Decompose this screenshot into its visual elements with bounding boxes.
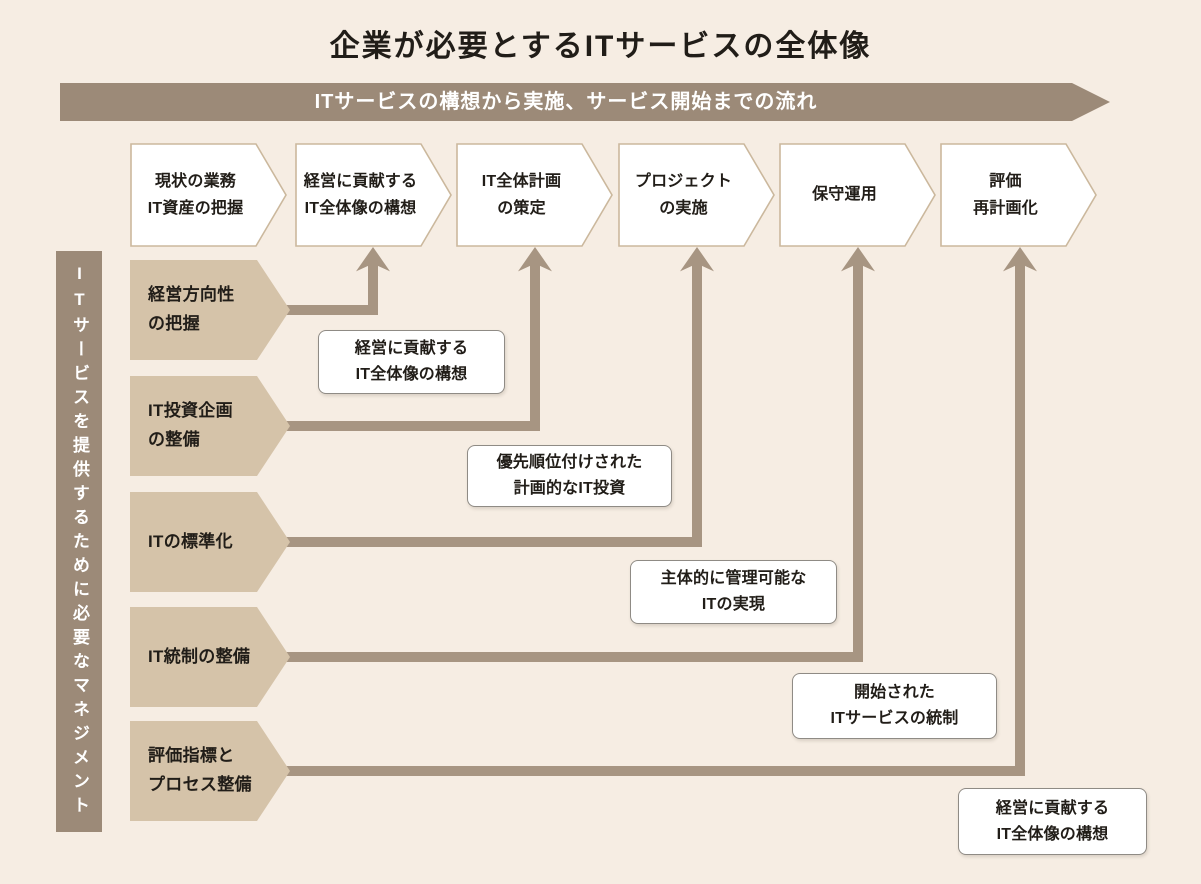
arrow-vertical-3	[692, 262, 702, 547]
flow-step-label: 保守運用	[812, 186, 877, 204]
arrow-horizontal-1	[278, 305, 378, 315]
chevron-shape	[130, 143, 287, 247]
management-item-label: ITの標準化	[148, 531, 233, 551]
management-item-direction: 経営方向性 の把握	[130, 260, 290, 360]
management-item-label: 経営方向性 の把握	[148, 285, 235, 333]
arrow-horizontal-4	[278, 652, 863, 662]
outcome-label-box-5: 経営に貢献する IT全体像の構想	[958, 788, 1147, 855]
flow-step-it-master-plan: IT全体計画 の策定	[456, 143, 613, 247]
flow-step-label: IT全体計画 の策定	[481, 172, 562, 217]
chevron-shape	[295, 143, 452, 247]
chevron-shape	[779, 143, 936, 247]
page-title: 企業が必要とするITサービスの全体像	[329, 30, 872, 63]
flow-step-label: 現状の業務 IT資産の把握	[147, 172, 244, 217]
outcome-label-box-1: 経営に貢献する IT全体像の構想	[318, 330, 505, 394]
management-item-label: IT投資企画 の整備	[148, 401, 233, 449]
outcome-label-box-4: 開始された ITサービスの統制	[792, 673, 997, 739]
arrow-horizontal-2	[278, 421, 540, 431]
flow-banner-arrow-shape	[60, 83, 1110, 121]
arrow-horizontal-3	[278, 537, 702, 547]
management-sidebar-label: ITサービスを提供するために必要なマネジメント	[70, 263, 89, 820]
flow-step-project-execution: プロジェクト の実施	[618, 143, 775, 247]
arrow-vertical-2	[530, 262, 540, 431]
arrow-vertical-5	[1015, 262, 1025, 776]
chevron-shape	[456, 143, 613, 247]
management-item-investment-planning: IT投資企画 の整備	[130, 376, 290, 476]
management-item-standardization: ITの標準化	[130, 492, 290, 592]
management-item-label: IT統制の整備	[148, 646, 251, 666]
arrow-vertical-4	[853, 262, 863, 662]
arrow-horizontal-5	[278, 766, 1025, 776]
flow-step-evaluation: 評価 再計画化	[940, 143, 1097, 247]
chevron-shape	[940, 143, 1097, 247]
flow-step-label: 経営に貢献する IT全体像の構想	[303, 172, 418, 217]
flow-step-label: プロジェクト の実施	[634, 172, 733, 217]
management-sidebar: ITサービスを提供するために必要なマネジメント	[56, 251, 102, 832]
arrow-vertical-1	[368, 262, 378, 315]
management-item-label: 評価指標と プロセス整備	[148, 746, 252, 794]
management-item-evaluation-process: 評価指標と プロセス整備	[130, 721, 290, 821]
outcome-label-box-3: 主体的に管理可能な ITの実現	[630, 560, 837, 624]
flow-banner-label: ITサービスの構想から実施、サービス開始までの流れ	[314, 91, 818, 113]
management-item-it-governance: IT統制の整備	[130, 607, 290, 707]
flow-step-maintenance: 保守運用	[779, 143, 936, 247]
flow-step-label: 評価 再計画化	[973, 172, 1038, 217]
flow-step-current-state: 現状の業務 IT資産の把握	[130, 143, 287, 247]
flow-banner: ITサービスの構想から実施、サービス開始までの流れ	[60, 83, 1110, 121]
outcome-label-box-2: 優先順位付けされた 計画的なIT投資	[467, 445, 672, 507]
flow-step-it-vision: 経営に貢献する IT全体像の構想	[295, 143, 452, 247]
chevron-shape	[618, 143, 775, 247]
